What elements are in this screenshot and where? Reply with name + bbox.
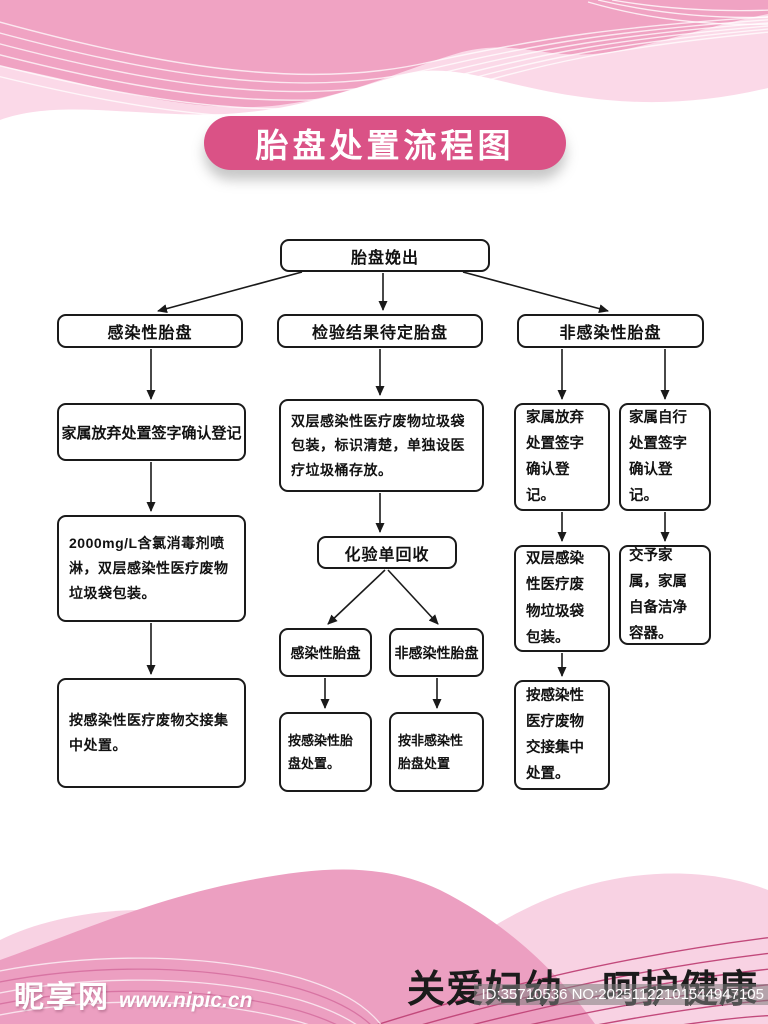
flow-node-right-packaging: 双层感染性医疗废物垃圾袋包装。	[514, 545, 610, 652]
flow-node-left-disinfect: 2000mg/L含氯消毒剂喷淋，双层感染性医疗废物垃圾袋包装。	[57, 515, 246, 622]
nipic-watermark: 昵享网 www.nipic.cn	[14, 972, 252, 1016]
flow-node-infectious-header: 感染性胎盘	[57, 314, 243, 348]
flow-node-mid-infectious-action: 按感染性胎盘处置。	[279, 712, 372, 792]
flow-node-left-disposal: 按感染性医疗废物交接集中处置。	[57, 678, 246, 788]
flow-node-mid-noninfectious-action: 按非感染性胎盘处置	[389, 712, 484, 792]
stock-id-watermark: ID:35710536 NO:20251122101544947105	[473, 984, 768, 1005]
flow-node-noninfectious-header: 非感染性胎盘	[517, 314, 704, 348]
flow-node-pending-header: 检验结果待定胎盘	[277, 314, 483, 348]
nipic-site-url: www.nipic.cn	[119, 989, 253, 1012]
nipic-site-name: 昵享网	[14, 981, 110, 1014]
flow-node-mid-infectious: 感染性胎盘	[279, 628, 372, 677]
flow-node-right-waive-signature: 家属放弃处置签字确认登记。	[514, 403, 610, 511]
flow-node-mid-packaging: 双层感染性医疗废物垃圾袋包装，标识清楚，单独设医疗垃圾桶存放。	[279, 399, 484, 492]
flow-node-right-self-signature: 家属自行处置签字确认登记。	[619, 403, 711, 511]
flow-node-right-disposal: 按感染性医疗废物交接集中处置。	[514, 680, 610, 790]
flow-node-mid-noninfectious: 非感染性胎盘	[389, 628, 484, 677]
flow-node-lab-report: 化验单回收	[317, 536, 457, 569]
poster-title: 胎盘处置流程图	[204, 116, 566, 170]
flow-node-right-container: 交予家属，家属自备洁净容器。	[619, 545, 711, 645]
flow-node-root: 胎盘娩出	[280, 239, 490, 272]
flow-node-left-signature: 家属放弃处置签字确认登记	[57, 403, 246, 461]
